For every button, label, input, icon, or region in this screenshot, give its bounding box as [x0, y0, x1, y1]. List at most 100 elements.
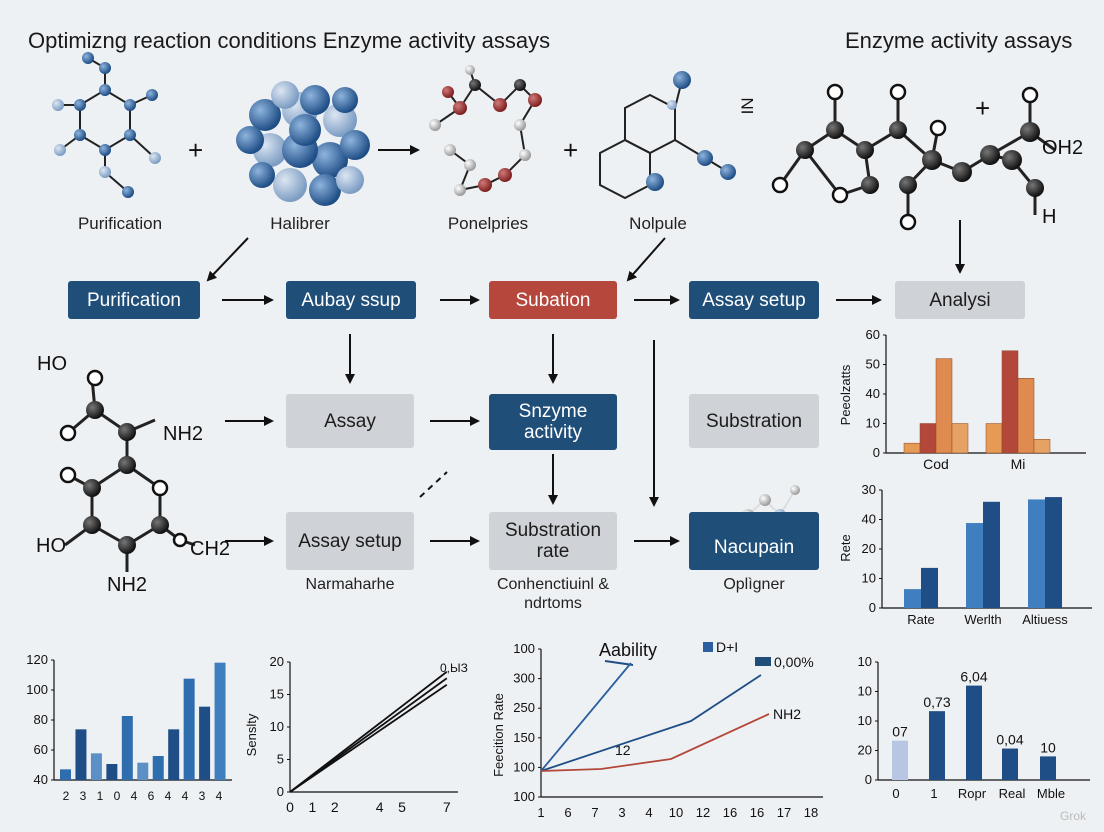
watermark: Grok [1060, 809, 1087, 823]
y-tick-label: 0 [869, 600, 876, 615]
y-tick-label: 10 [858, 684, 872, 699]
y-tick-label: 300 [513, 671, 535, 686]
y-tick-label: 20 [858, 743, 872, 758]
data-label: 10 [1040, 739, 1056, 755]
bar [1001, 350, 1019, 454]
y-axis-label: Rete [838, 534, 853, 561]
nh2-label: NH2 [163, 423, 204, 445]
x-tick-label: 0 [892, 786, 899, 801]
x-tick-label: 3 [80, 789, 87, 803]
page-title: Optimizng reaction conditions Enzyme act… [28, 28, 551, 53]
y-tick-label: 20 [270, 654, 284, 669]
chart4-series-label: NH2 [773, 706, 801, 722]
x-tick-label: 16 [750, 805, 764, 820]
bar [90, 753, 102, 780]
y-tick-label: 0 [865, 772, 872, 787]
y-tick-label: 60 [866, 327, 880, 342]
bar [1033, 438, 1051, 454]
flow-box-nacupain: Nacupain [689, 512, 819, 570]
molecule-cluster-icon [236, 81, 370, 206]
x-tick-label: 4 [131, 789, 138, 803]
y-axis-label: Feecition Rate [491, 693, 506, 777]
x-tick-label: 2 [331, 799, 339, 815]
x-tick-label: 0 [114, 789, 121, 803]
y-tick-label: 10 [858, 713, 872, 728]
bar [966, 523, 983, 608]
y-tick-label: 10 [270, 719, 284, 734]
x-tick-label: 4 [165, 789, 172, 803]
bar [903, 442, 921, 454]
bar [985, 423, 1003, 454]
flow-box-assay: Assay [286, 394, 414, 448]
x-tick-label: 1 [97, 789, 104, 803]
oh2-label: OH2 [1042, 137, 1084, 159]
y-tick-label: 40 [862, 512, 876, 527]
y-tick-label: 10 [862, 571, 876, 586]
bar [919, 423, 937, 454]
x-tick-label: 4 [645, 805, 652, 820]
x-tick-label: 3 [199, 789, 206, 803]
x-tick-label: Altiuess [1022, 612, 1068, 627]
molecule-label-nolpule: Nolpule [629, 214, 687, 233]
x-tick-label: 17 [777, 805, 791, 820]
data-label: 07 [892, 724, 908, 740]
chart-annotation: 0,ЫЗ [440, 661, 468, 675]
x-tick-label: 6 [564, 805, 571, 820]
x-tick-label: 3 [618, 805, 625, 820]
flow-box-enzyme-activity: Snzyme activity [489, 394, 617, 450]
bar [1028, 499, 1045, 608]
molecule-ring-icon [599, 79, 729, 200]
x-tick-label: 16 [723, 805, 737, 820]
x-tick-label: 4 [182, 789, 189, 803]
plus-sign: + [975, 93, 991, 123]
y-tick-label: 40 [866, 386, 880, 401]
chart4-legend-0: D+I [716, 639, 738, 655]
y-tick-label: 80 [34, 712, 48, 727]
x-tick-label: 6 [148, 789, 155, 803]
series-line [540, 713, 770, 772]
x-tick-label: Ropr [958, 786, 987, 801]
y-axis-label: Senslty [244, 713, 259, 756]
caption-narmaharhe: Narmaharhe [305, 576, 395, 593]
y-tick-label: 150 [513, 730, 535, 745]
y-tick-label: 250 [513, 700, 535, 715]
y-tick-label: 0 [873, 445, 880, 460]
bar [892, 740, 908, 780]
x-tick-label: 0 [286, 799, 294, 815]
x-tick-label: Real [999, 786, 1026, 801]
x-tick-label: 1 [537, 805, 544, 820]
bar [168, 729, 180, 780]
bar [966, 685, 982, 780]
series-line [540, 662, 632, 772]
y-tick-label: 0 [277, 784, 284, 799]
flow-box-purification: Purification [68, 281, 200, 319]
ho-label: HO [37, 353, 67, 375]
x-tick-label: Mble [1037, 786, 1065, 801]
nh2-label: NH2 [107, 574, 148, 596]
x-tick-label: 12 [696, 805, 710, 820]
bar [1045, 497, 1062, 608]
x-tick-label: 1 [930, 786, 937, 801]
x-tick-label: Cod [923, 456, 949, 472]
y-tick-label: 10 [858, 654, 872, 669]
y-tick-label: 10 [866, 416, 880, 431]
flow-box-substration-rate: Substration rate [489, 512, 617, 570]
bar [214, 662, 226, 780]
y-tick-label: 5 [277, 752, 284, 767]
caption-opligner: Oplìgner [723, 576, 785, 593]
x-tick-label: 7 [591, 805, 598, 820]
plus-sign: + [188, 135, 204, 165]
y-tick-label: 100 [513, 759, 535, 774]
bar [121, 716, 133, 780]
caption-conhenctiuinl: Conhenctiuinl & ndrtoms [496, 576, 610, 612]
chart-feecition-rate: Aability D+I 0,00% NH2 12 10030025015010… [491, 639, 823, 820]
bar [935, 358, 953, 454]
bar [951, 423, 969, 454]
page-title-right: Enzyme activity assays [845, 28, 1073, 53]
bar [1002, 748, 1018, 780]
x-tick-label: Rate [907, 612, 934, 627]
